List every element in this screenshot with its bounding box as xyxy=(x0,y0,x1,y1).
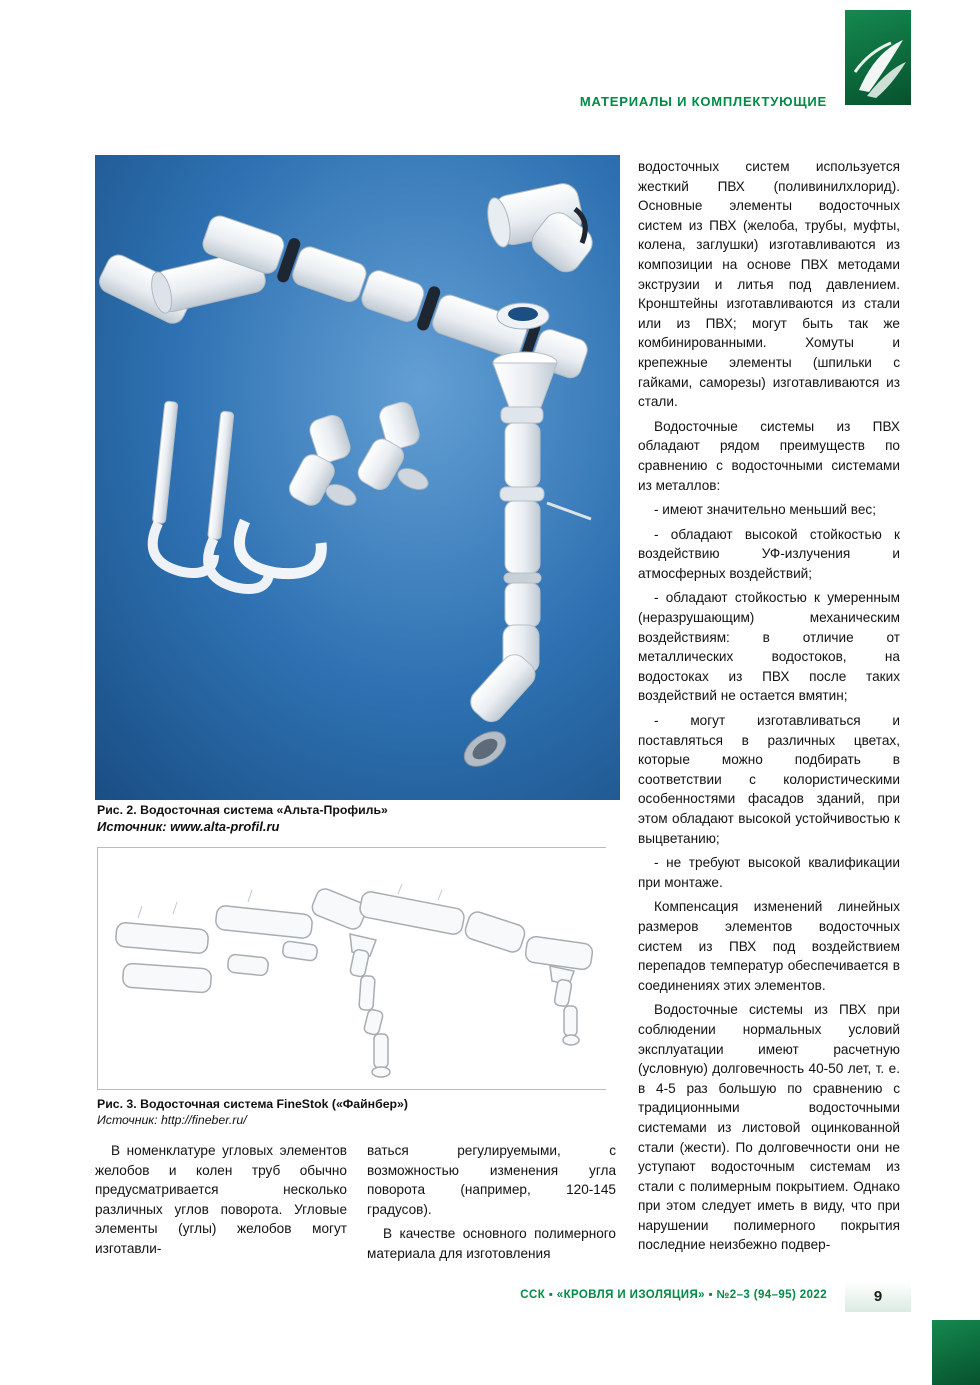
paragraph: водосточных систем используется жесткий … xyxy=(638,159,900,410)
figure3-image xyxy=(97,847,607,1090)
section-title: МАТЕРИАЛЫ И КОМПЛЕКТУЮЩИЕ xyxy=(579,94,827,109)
paragraph: - не требуют высокой квалификации при мо… xyxy=(638,855,900,890)
corner-accent-bar xyxy=(932,1320,980,1385)
page-number: 9 xyxy=(845,1281,911,1312)
paragraph: ваться регулируемыми, с возможностью изм… xyxy=(367,1143,616,1217)
figure2-image xyxy=(95,155,620,800)
text-column-left: В номенклатуре угловых элементов желобов… xyxy=(95,1141,347,1264)
paragraph: Водосточные системы из ПВХ при соблюдени… xyxy=(638,1002,900,1253)
figure3-caption: Рис. 3. Водосточная система FineStok («Ф… xyxy=(97,1097,408,1111)
journal-footer: ССК ▪ «КРОВЛЯ И ИЗОЛЯЦИЯ» ▪ №2–3 (94–95)… xyxy=(520,1289,827,1301)
paragraph: - могут изготавливаться и поставляться в… xyxy=(638,713,900,846)
figure3-source: Источник: http://fineber.ru/ xyxy=(97,1113,247,1127)
paragraph: - обладают стойкостью к умеренным (нераз… xyxy=(638,590,900,704)
text-column-middle: ваться регулируемыми, с возможностью изм… xyxy=(367,1141,616,1269)
publisher-logo xyxy=(845,10,911,105)
publisher-leaf-icon xyxy=(845,40,911,109)
paragraph: В качестве основного полимерного материа… xyxy=(367,1226,616,1261)
figure2-caption: Рис. 2. Водосточная система «Альта-Профи… xyxy=(97,803,388,817)
paragraph: Водосточные системы из ПВХ обладают рядо… xyxy=(638,418,900,493)
page-number-value: 9 xyxy=(873,1288,883,1305)
figure2-source: Источник: www.alta-profil.ru xyxy=(97,819,280,834)
paragraph: - имеют значительно меньший вес; xyxy=(654,502,876,518)
paragraph: - обладают высокой стойкостью к воздейст… xyxy=(638,526,900,581)
paragraph: Компенсация изменений линейных размеров … xyxy=(638,899,900,993)
paragraph: В номенклатуре угловых элементов желобов… xyxy=(95,1143,347,1256)
text-column-right: водосточных систем используется жесткий … xyxy=(638,157,900,1260)
